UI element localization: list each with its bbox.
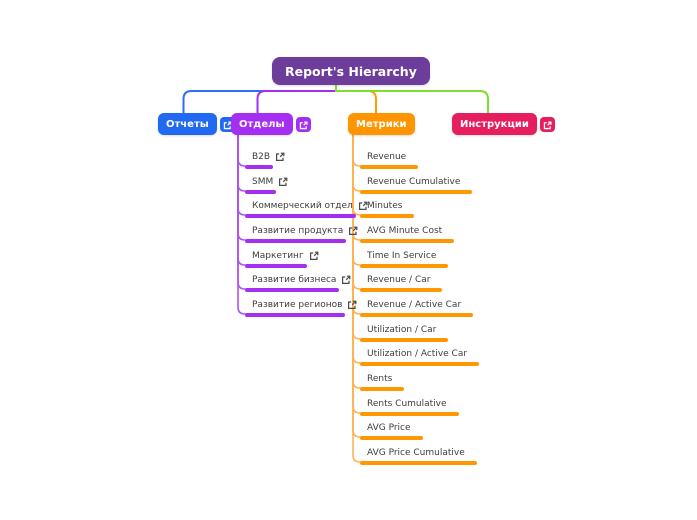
leaf-item[interactable]: Rents <box>360 373 405 391</box>
leaf-underline <box>245 214 356 218</box>
branch-label: Отчеты <box>166 118 209 130</box>
leaf-label: Развитие регионов <box>252 300 343 310</box>
leaf-item[interactable]: Minutes <box>360 200 415 218</box>
leaf-label: Коммерческий отдел <box>252 201 353 211</box>
external-link-icon[interactable] <box>275 152 285 162</box>
tree-line-departments <box>237 134 246 216</box>
leaf-label: Rents Cumulative <box>367 399 447 409</box>
external-link-icon <box>543 115 552 134</box>
leaf-label: Minutes <box>367 201 403 211</box>
leaf-item[interactable]: Развитие регионов <box>245 299 360 317</box>
tree-line-metrics <box>352 134 361 463</box>
branch-reports: Отчеты <box>158 113 235 135</box>
tree-line-departments <box>237 134 246 167</box>
branch-node-instructions[interactable]: Инструкции <box>452 113 537 135</box>
leaf-label: Revenue <box>367 152 407 162</box>
root-node-wrap: Report's Hierarchy <box>272 57 430 85</box>
leaf-underline <box>360 338 449 342</box>
branch-label: Отделы <box>239 118 285 130</box>
external-link-icon <box>223 115 232 134</box>
leaf-label: SMM <box>252 177 274 187</box>
leaf-underline <box>360 190 473 194</box>
leaf-underline <box>360 387 405 391</box>
leaf-item[interactable]: Revenue / Car <box>360 274 443 292</box>
tree-line-metrics <box>352 134 361 364</box>
leaf-underline <box>360 239 455 243</box>
leaf-item[interactable]: Utilization / Car <box>360 324 449 342</box>
tree-line-metrics <box>352 134 361 167</box>
leaf-item[interactable]: Развитие продукта <box>245 225 361 243</box>
leaf-item[interactable]: B2B <box>245 151 288 169</box>
leaf-item[interactable]: Revenue <box>360 151 419 169</box>
leaf-item[interactable]: Revenue / Active Car <box>360 299 474 317</box>
leaf-underline <box>245 239 347 243</box>
leaf-label: Развитие бизнеса <box>252 275 337 285</box>
leaf-item[interactable]: Rents Cumulative <box>360 398 459 416</box>
leaf-item[interactable]: Развитие бизнеса <box>245 274 354 292</box>
root-node[interactable]: Report's Hierarchy <box>272 57 430 85</box>
leaf-label: Utilization / Active Car <box>367 349 468 359</box>
external-link-icon <box>299 115 308 134</box>
external-link-icon[interactable] <box>278 177 288 187</box>
leaf-item[interactable]: Utilization / Active Car <box>360 348 480 366</box>
leaf-underline <box>245 264 307 268</box>
leaf-underline <box>360 264 449 268</box>
tree-line-departments <box>237 134 246 315</box>
leaf-underline <box>360 461 477 465</box>
external-link-icon[interactable] <box>348 226 358 236</box>
leaf-underline <box>245 288 340 292</box>
leaf-underline <box>360 362 480 366</box>
leaf-item[interactable]: SMM <box>245 176 291 194</box>
leaf-item[interactable]: Revenue Cumulative <box>360 176 473 194</box>
connector-root-reports <box>182 83 337 114</box>
leaf-underline <box>360 412 459 416</box>
branch-node-departments[interactable]: Отделы <box>231 113 293 135</box>
leaf-underline <box>360 165 419 169</box>
leaf-label: Time In Service <box>367 251 437 261</box>
external-link-icon[interactable] <box>358 201 368 211</box>
branch-label: Инструкции <box>460 118 529 130</box>
leaf-label: Utilization / Car <box>367 325 437 335</box>
leaf-underline <box>360 288 443 292</box>
leaf-underline <box>360 214 415 218</box>
external-link-icon[interactable] <box>347 300 357 310</box>
leaf-label: AVG Price <box>367 423 411 433</box>
branch-node-reports[interactable]: Отчеты <box>158 113 217 135</box>
connector-root-departments <box>256 83 337 114</box>
external-link-icon[interactable] <box>309 251 319 261</box>
leaf-label: Маркетинг <box>252 251 304 261</box>
branch-departments: Отделы <box>231 113 311 135</box>
external-link-icon[interactable] <box>341 275 351 285</box>
leaf-item[interactable]: Маркетинг <box>245 250 322 268</box>
leaf-label: Revenue Cumulative <box>367 177 461 187</box>
leaf-underline <box>360 436 423 440</box>
leaf-underline <box>245 313 346 317</box>
leaf-label: AVG Minute Cost <box>367 226 443 236</box>
leaf-underline <box>245 165 274 169</box>
connector-root-instructions <box>335 83 489 114</box>
connector-root-metrics <box>335 83 377 114</box>
leaf-label: Rents <box>367 374 393 384</box>
tree-line-departments <box>237 134 246 266</box>
open-link-button[interactable] <box>295 115 311 134</box>
branch-label: Метрики <box>356 118 407 130</box>
leaf-item[interactable]: Коммерческий отдел <box>245 200 371 218</box>
leaf-label: AVG Price Cumulative <box>367 448 465 458</box>
leaf-label: Revenue / Active Car <box>367 300 462 310</box>
open-link-button[interactable] <box>539 115 555 134</box>
leaf-item[interactable]: Time In Service <box>360 250 449 268</box>
leaf-label: Развитие продукта <box>252 226 344 236</box>
leaf-item[interactable]: AVG Price <box>360 422 423 440</box>
leaf-label: B2B <box>252 152 271 162</box>
branch-metrics: Метрики <box>348 113 415 135</box>
branch-instructions: Инструкции <box>452 113 555 135</box>
leaf-item[interactable]: AVG Price Cumulative <box>360 447 477 465</box>
leaf-label: Revenue / Car <box>367 275 431 285</box>
root-node-label: Report's Hierarchy <box>285 63 417 79</box>
branch-node-metrics[interactable]: Метрики <box>348 113 415 135</box>
leaf-underline <box>245 190 277 194</box>
leaf-underline <box>360 313 474 317</box>
leaf-item[interactable]: AVG Minute Cost <box>360 225 455 243</box>
